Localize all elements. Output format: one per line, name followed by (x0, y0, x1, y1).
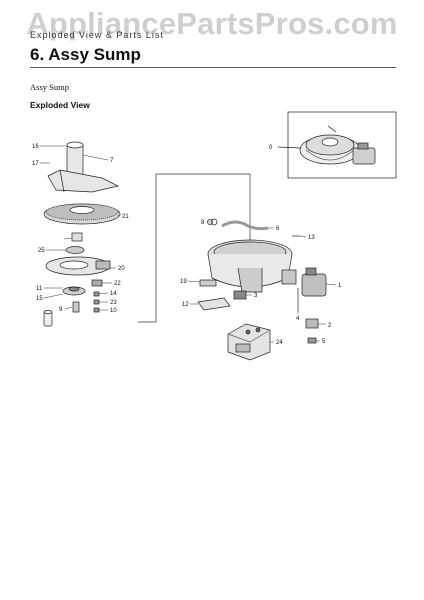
leader-lines (40, 145, 337, 343)
callout-22: 22 (114, 281, 121, 287)
callout-3: 3 (254, 293, 258, 299)
callout-2: 2 (328, 323, 332, 329)
callout-12: 12 (182, 302, 189, 308)
callout-8: 8 (201, 220, 205, 226)
callout-19: 19 (180, 279, 187, 285)
callout-17: 17 (32, 161, 39, 167)
callout-20: 20 (118, 266, 125, 272)
left-assembly (43, 141, 121, 327)
callout-5: 5 (322, 339, 326, 345)
callout-23: 23 (110, 300, 117, 306)
callout-0: 0 (269, 145, 273, 151)
callout-15: 15 (36, 296, 43, 302)
callout-numbers: 0 1 2 3 4 5 6 7 8 9 10 11 12 13 14 15 16… (32, 144, 342, 346)
callout-21: 21 (122, 214, 129, 220)
callout-24: 24 (276, 340, 283, 346)
callout-1: 1 (338, 283, 342, 289)
callout-11: 11 (36, 286, 43, 292)
exploded-view-label: Exploded View (30, 100, 90, 110)
subtitle: Assy Sump (30, 82, 69, 92)
watermark-text: AppliancePartsPros.com (26, 6, 398, 41)
callout-16: 16 (32, 144, 39, 150)
inset-assembly (299, 125, 376, 165)
callout-9: 9 (59, 307, 63, 313)
callout-4: 4 (296, 316, 300, 322)
leader-0 (277, 146, 302, 149)
right-assembly (197, 218, 327, 361)
callout-6: 6 (276, 226, 280, 232)
callout-10: 10 (110, 308, 117, 314)
connector-bracket (138, 173, 251, 323)
callout-13: 13 (308, 235, 315, 241)
inset-box (287, 111, 397, 179)
title-rule (30, 67, 396, 68)
callout-14: 14 (110, 291, 117, 297)
section-title: 6. Assy Sump (30, 45, 141, 64)
callout-7: 7 (110, 158, 114, 164)
callout-25: 25 (38, 248, 45, 254)
running-head: Exploded View & Parts List (30, 30, 164, 40)
